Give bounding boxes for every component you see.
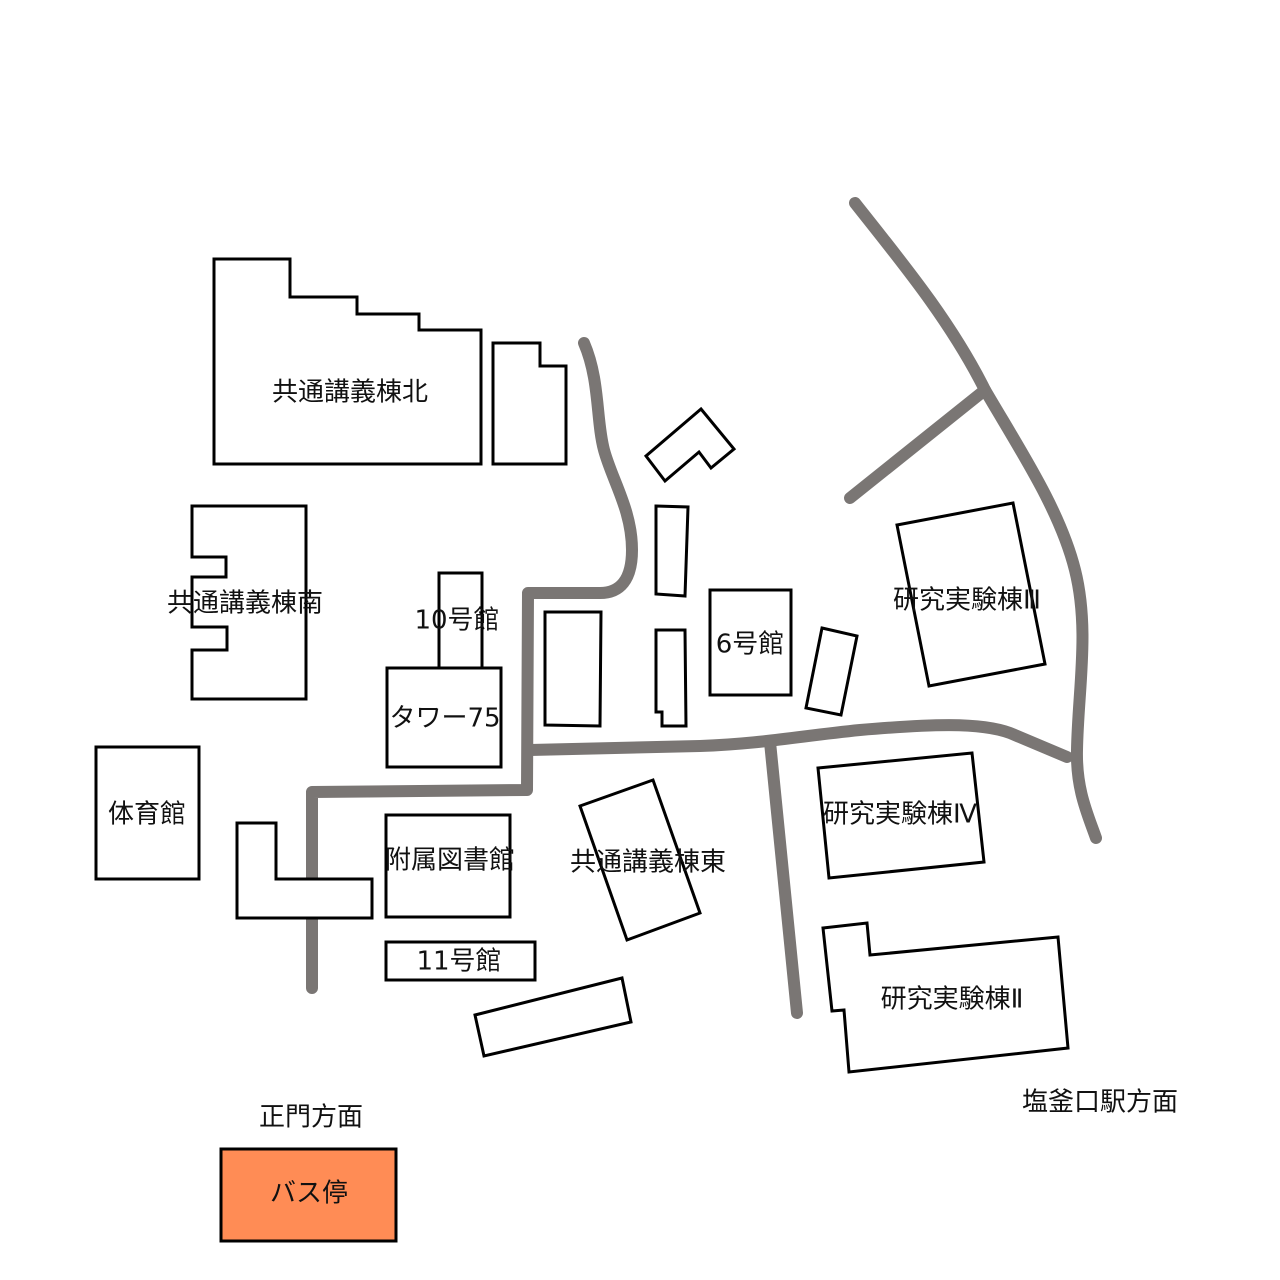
building-l-shape-north[interactable] xyxy=(643,406,737,484)
road-west xyxy=(306,337,638,994)
label-building-6: 6号館 xyxy=(716,630,785,660)
label-tower75: タワー75 xyxy=(389,704,500,734)
label-bus-stop: バス停 xyxy=(270,1179,348,1209)
road-south xyxy=(764,736,803,1019)
building-unnamed-north[interactable] xyxy=(491,341,568,466)
building-kyotsu-south[interactable] xyxy=(190,504,308,701)
label-research-2: 研究実験棟Ⅱ xyxy=(881,985,1024,1015)
building-thin-1[interactable] xyxy=(654,504,690,598)
building-thin-2[interactable] xyxy=(654,628,688,728)
building-11[interactable] xyxy=(384,940,537,982)
label-research-3: 研究実験棟Ⅲ xyxy=(893,586,1041,616)
building-research-2[interactable] xyxy=(821,921,1070,1074)
label-kyotsu-east: 共通講義棟東 xyxy=(570,848,726,878)
road-branch xyxy=(844,384,991,504)
label-kyotsu-north: 共通講義棟北 xyxy=(272,378,428,408)
labels: 共通講義棟北 共通講義棟南 10号館 タワー75 6号館 研究実験棟Ⅲ 研究実験… xyxy=(108,378,1178,1209)
building-rect-center[interactable] xyxy=(543,610,603,728)
label-research-4: 研究実験棟Ⅳ xyxy=(823,800,977,830)
building-6[interactable] xyxy=(708,588,793,697)
building-rotated-south[interactable] xyxy=(473,976,633,1058)
road-central xyxy=(524,719,1073,763)
label-gym: 体育館 xyxy=(108,800,186,830)
building-research-3[interactable] xyxy=(895,501,1047,688)
building-research-4[interactable] xyxy=(816,751,986,880)
label-building-10: 10号館 xyxy=(414,606,499,636)
label-library: 附属図書館 xyxy=(385,846,515,876)
buildings xyxy=(94,257,1070,1074)
label-shiogamaguchi-direction: 塩釜口駅方面 xyxy=(1022,1088,1178,1118)
building-library[interactable] xyxy=(384,813,512,919)
roads xyxy=(306,197,1102,1019)
bus-stop[interactable] xyxy=(219,1147,398,1243)
road-east xyxy=(849,197,1102,844)
building-rotated-small[interactable] xyxy=(804,626,859,717)
label-kyotsu-south: 共通講義棟南 xyxy=(167,589,323,619)
label-main-gate-direction: 正門方面 xyxy=(259,1103,363,1133)
building-kyotsu-east[interactable] xyxy=(578,778,702,942)
building-gym[interactable] xyxy=(94,745,201,881)
label-building-11: 11号館 xyxy=(416,947,501,977)
building-tower75[interactable] xyxy=(385,666,503,769)
building-kyotsu-north[interactable] xyxy=(212,257,483,466)
building-l-shape-west[interactable] xyxy=(235,821,374,920)
